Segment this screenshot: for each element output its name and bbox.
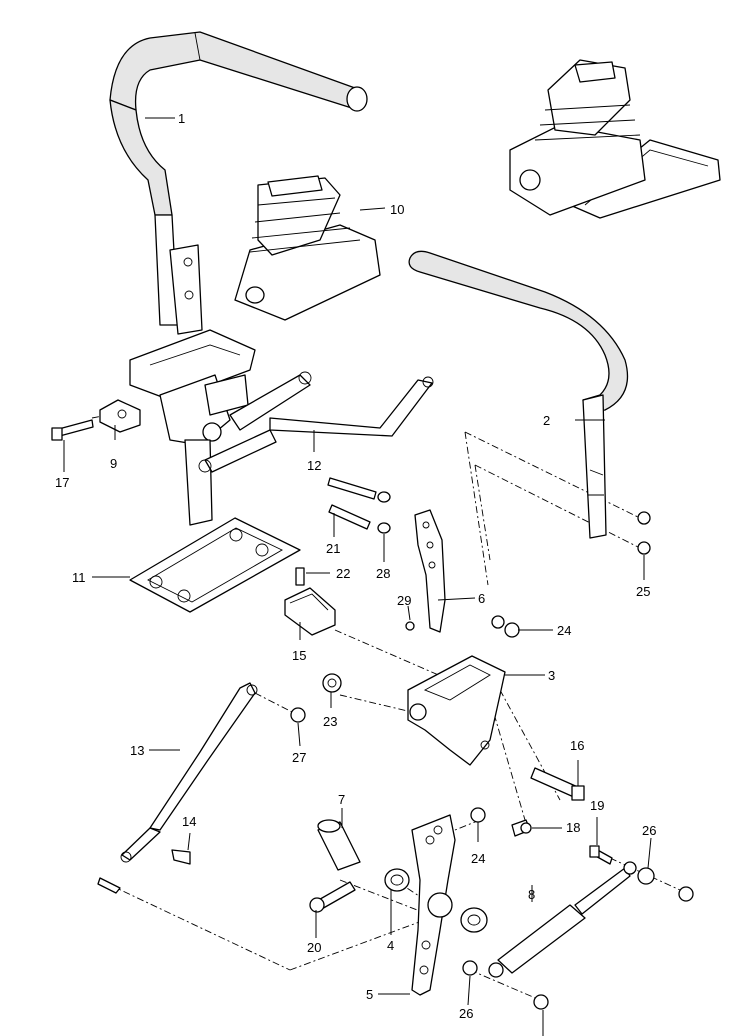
bracket-3 xyxy=(407,655,506,766)
label-part-13: 13 xyxy=(130,743,144,758)
label-part-8: 8 xyxy=(528,887,535,902)
label-part-11: 11 xyxy=(72,570,86,585)
nut-27 xyxy=(290,707,306,723)
label-part-4: 4 xyxy=(387,938,394,953)
nut-26-bottom xyxy=(462,960,549,1010)
label-part-23: 23 xyxy=(323,714,337,729)
label-part-17: 17 xyxy=(55,475,69,490)
label-part-29: 29 xyxy=(397,593,411,608)
label-part-22: 22 xyxy=(336,566,350,581)
label-part-24-bottom: 24 xyxy=(471,851,485,866)
label-part-19: 19 xyxy=(590,798,604,813)
rod-13 xyxy=(97,682,258,894)
label-part-12: 12 xyxy=(307,458,321,473)
screw-18 xyxy=(511,819,532,837)
label-part-6: 6 xyxy=(478,591,485,606)
gas-spring-8 xyxy=(488,861,637,978)
label-part-3: 3 xyxy=(548,668,555,683)
cover-boot-10 xyxy=(234,175,381,321)
link-6 xyxy=(405,509,446,633)
label-part-1: 1 xyxy=(178,111,185,126)
label-part-10: 10 xyxy=(390,202,404,217)
gasket-11 xyxy=(129,517,301,613)
label-part-28: 28 xyxy=(376,566,390,581)
leader-lines xyxy=(63,117,652,1036)
label-part-27: 27 xyxy=(292,750,306,765)
block-9 xyxy=(99,399,141,433)
label-part-16: 16 xyxy=(570,738,584,753)
nut-23 xyxy=(322,673,342,693)
label-part-7: 7 xyxy=(338,792,345,807)
label-part-25: 25 xyxy=(636,584,650,599)
cover-boot-top-right xyxy=(509,59,721,219)
screw-22 xyxy=(295,567,305,586)
bushing-4 xyxy=(384,868,410,892)
label-part-14: 14 xyxy=(182,814,196,829)
label-part-2: 2 xyxy=(543,413,550,428)
nut-24-bottom xyxy=(470,807,486,823)
switch-15 xyxy=(284,587,336,636)
label-part-26-right: 26 xyxy=(642,823,656,838)
bolt-17 xyxy=(51,419,94,441)
part-labels: 1 2 3 4 5 6 7 8 9 10 11 12 13 14 15 16 1… xyxy=(55,111,656,1021)
bolt-20 xyxy=(309,881,356,913)
label-part-20: 20 xyxy=(307,940,321,955)
alignment-lines xyxy=(91,409,681,1001)
nut-26-right xyxy=(637,867,694,902)
clip-14 xyxy=(171,849,191,865)
label-part-18: 18 xyxy=(566,820,580,835)
nut-25 xyxy=(637,511,651,555)
bushing-right xyxy=(460,907,488,933)
rod-12 xyxy=(269,376,434,437)
pin-16 xyxy=(530,767,585,801)
label-part-21: 21 xyxy=(326,541,340,556)
lever-arm-5 xyxy=(411,814,456,996)
label-part-26-bottom: 26 xyxy=(459,1006,473,1021)
label-part-15: 15 xyxy=(292,648,306,663)
label-part-24-top: 24 xyxy=(557,623,571,638)
nut-24-top xyxy=(491,615,520,638)
label-part-9: 9 xyxy=(110,456,117,471)
bolt-19 xyxy=(589,845,613,865)
sleeve-7 xyxy=(317,819,361,871)
label-part-5: 5 xyxy=(366,987,373,1002)
lever-2 xyxy=(408,250,629,539)
bolt-21 xyxy=(327,477,391,534)
valve-assembly xyxy=(129,329,312,526)
lever-1 xyxy=(109,31,368,335)
